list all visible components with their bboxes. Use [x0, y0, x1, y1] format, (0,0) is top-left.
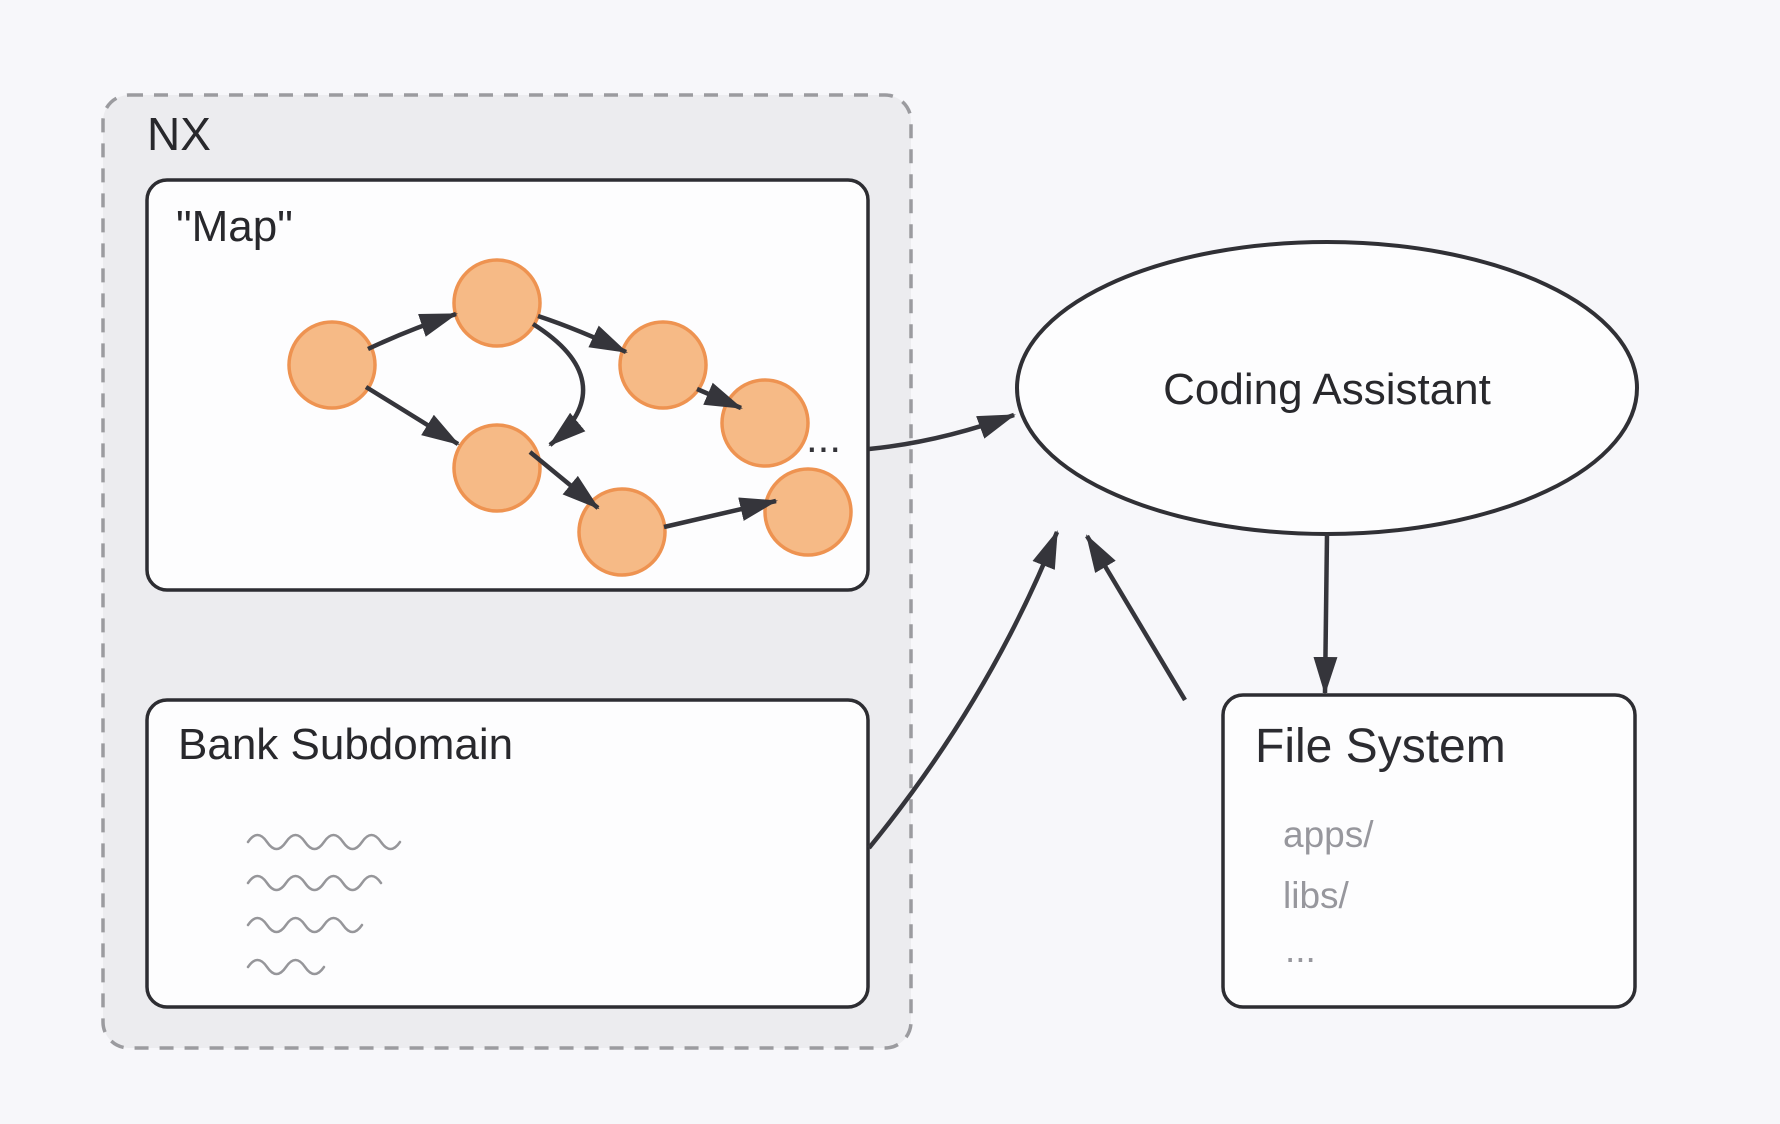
edge-node1-node5	[364, 385, 460, 446]
dependency-graph-nodes	[287, 258, 853, 577]
edge-node2-node3	[537, 313, 628, 355]
coding-assistant-label: Coding Assistant	[1163, 365, 1491, 414]
graph-node-5	[452, 423, 542, 513]
graph-node-6	[577, 487, 667, 577]
edge-node5-node6	[528, 450, 600, 510]
edge-node1-node2	[367, 311, 458, 352]
squiggle-line	[246, 833, 402, 851]
map-ellipsis: ...	[806, 414, 841, 461]
nx-label: NX	[147, 108, 211, 160]
squiggle-line	[246, 958, 326, 976]
bank-subdomain-box	[145, 698, 870, 1009]
edge-filesystem-to-assistant	[1085, 534, 1187, 702]
graph-node-7	[763, 467, 853, 557]
bank-subdomain-label: Bank Subdomain	[178, 720, 513, 769]
graph-node-4	[720, 378, 810, 468]
squiggle-line	[246, 874, 383, 892]
edge-bank-to-assistant	[867, 530, 1060, 850]
diagram-edges	[364, 311, 1338, 850]
edge-map-to-assistant	[868, 412, 1016, 452]
squiggle-line	[246, 916, 364, 934]
file-system-box	[1221, 693, 1637, 1009]
graph-node-2	[452, 258, 542, 348]
edge-node2-node5	[531, 322, 586, 447]
edge-node3-node4	[696, 382, 743, 411]
graph-node-1	[287, 320, 377, 410]
file-system-label: File System	[1255, 720, 1506, 773]
file-system-item-ellipsis: ...	[1285, 929, 1316, 970]
map-box-label: "Map"	[176, 202, 293, 251]
map-box	[145, 178, 870, 592]
bank-squiggle-lines	[246, 833, 402, 976]
graph-node-3	[618, 320, 708, 410]
edge-node6-node7	[663, 497, 778, 530]
file-system-item-apps: apps/	[1283, 814, 1374, 855]
file-system-item-libs: libs/	[1283, 875, 1350, 916]
edge-assistant-to-filesystem	[1313, 533, 1338, 695]
